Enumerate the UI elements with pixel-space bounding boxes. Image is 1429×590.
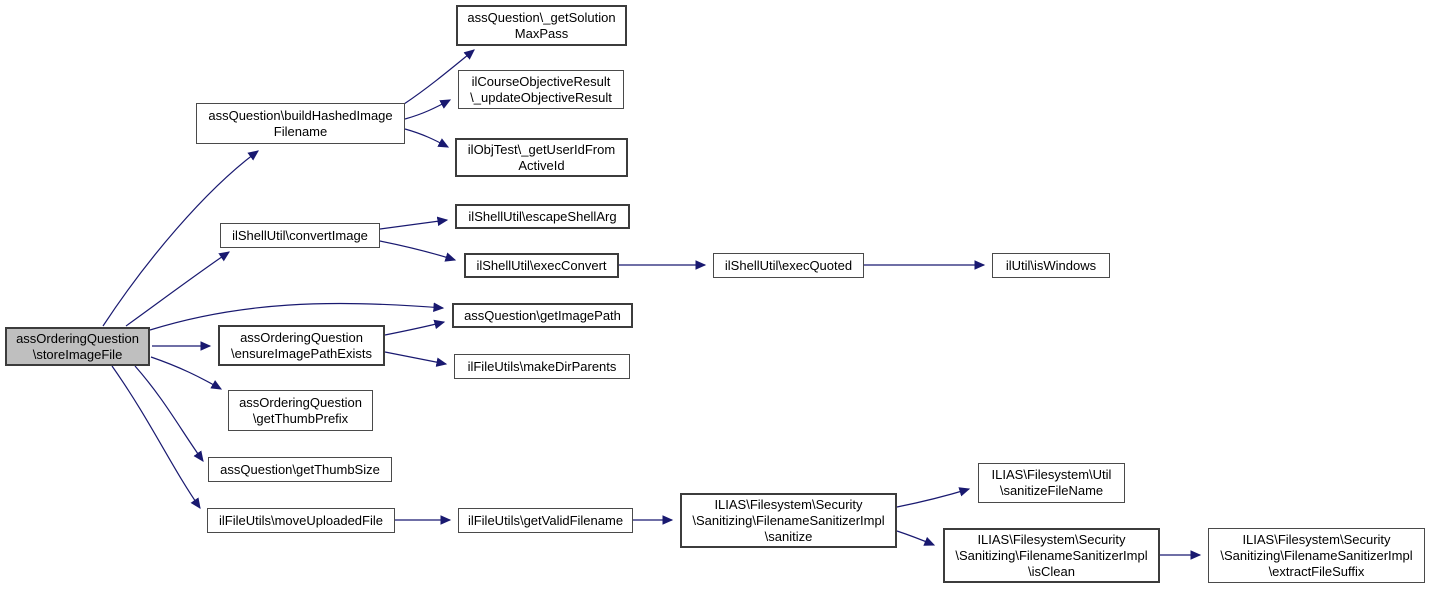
edge-buildHashedImageFilename-updateObjectiveResult — [404, 99, 452, 120]
edge-convertImage-execConvert — [379, 240, 457, 262]
edge-storeImageFile-getThumbSize — [134, 365, 204, 462]
edge-sanitize-sanitizeFileName — [896, 487, 971, 508]
edge-convertImage-escapeShellArg — [379, 216, 449, 230]
node-ensureImagePathExists[interactable]: assOrderingQuestion \ensureImagePathExis… — [218, 325, 385, 366]
node-getUserIdFromActiveId[interactable]: ilObjTest\_getUserIdFrom ActiveId — [455, 138, 628, 177]
node-updateObjectiveResult[interactable]: ilCourseObjectiveResult \_updateObjectiv… — [458, 70, 624, 109]
node-sanitizeFileName[interactable]: ILIAS\Filesystem\Util \sanitizeFileName — [978, 463, 1125, 503]
node-getValidFilename[interactable]: ilFileUtils\getValidFilename — [458, 508, 633, 533]
node-execQuoted[interactable]: ilShellUtil\execQuoted — [713, 253, 864, 278]
edge-buildHashedImageFilename-getSolutionMaxPass — [403, 49, 475, 105]
edge-storeImageFile-buildHashedImageFilename — [102, 150, 259, 327]
node-sanitize[interactable]: ILIAS\Filesystem\Security \Sanitizing\Fi… — [680, 493, 897, 548]
node-buildHashedImageFilename[interactable]: assQuestion\buildHashedImage Filename — [196, 103, 405, 144]
edge-buildHashedImageFilename-getUserIdFromActiveId — [404, 128, 450, 148]
node-extractFileSuffix[interactable]: ILIAS\Filesystem\Security \Sanitizing\Fi… — [1208, 528, 1425, 583]
node-execConvert[interactable]: ilShellUtil\execConvert — [464, 253, 619, 278]
edge-storeImageFile-getThumbPrefix — [150, 356, 223, 390]
edge-sanitize-isClean — [896, 530, 936, 546]
node-moveUploadedFile[interactable]: ilFileUtils\moveUploadedFile — [207, 508, 395, 533]
node-escapeShellArg[interactable]: ilShellUtil\escapeShellArg — [455, 204, 630, 229]
edge-storeImageFile-getImagePath — [149, 302, 445, 331]
node-isClean[interactable]: ILIAS\Filesystem\Security \Sanitizing\Fi… — [943, 528, 1160, 583]
node-storeImageFile: assOrderingQuestion \storeImageFile — [5, 327, 150, 366]
node-getThumbPrefix[interactable]: assOrderingQuestion \getThumbPrefix — [228, 390, 373, 431]
node-getThumbSize[interactable]: assQuestion\getThumbSize — [208, 457, 392, 482]
node-makeDirParents[interactable]: ilFileUtils\makeDirParents — [454, 354, 630, 379]
edge-ensureImagePathExists-makeDirParents — [384, 351, 448, 367]
edge-ensureImagePathExists-getImagePath — [384, 319, 446, 336]
edge-storeImageFile-convertImage — [125, 251, 230, 327]
node-getImagePath[interactable]: assQuestion\getImagePath — [452, 303, 633, 328]
node-isWindows[interactable]: ilUtil\isWindows — [992, 253, 1110, 278]
node-getSolutionMaxPass[interactable]: assQuestion\_getSolution MaxPass — [456, 5, 627, 46]
node-convertImage[interactable]: ilShellUtil\convertImage — [220, 223, 380, 248]
edge-storeImageFile-moveUploadedFile — [111, 365, 201, 509]
